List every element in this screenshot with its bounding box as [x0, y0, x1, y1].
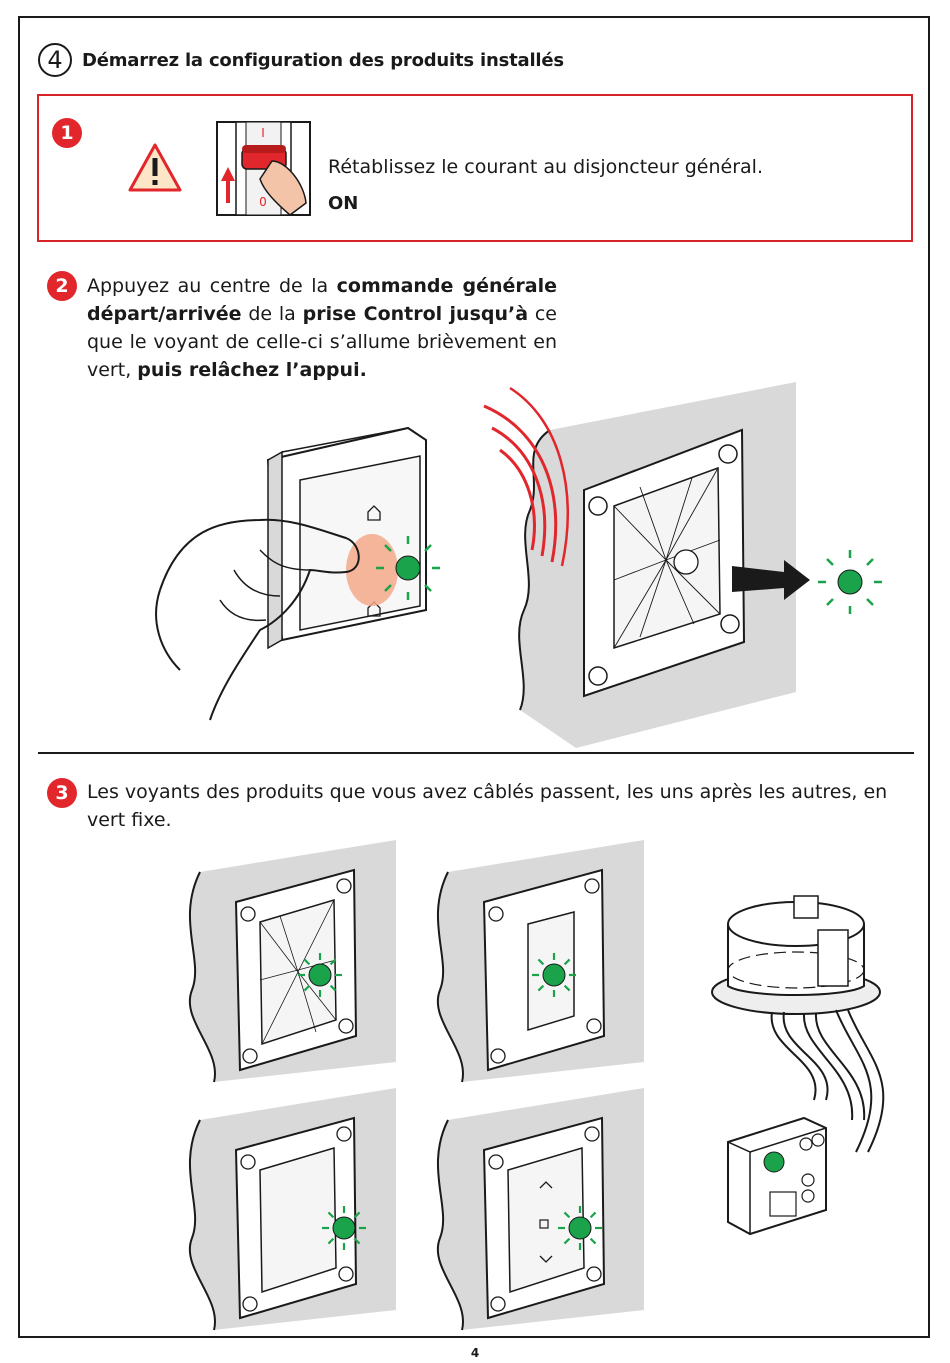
step1-warning-box [37, 94, 913, 242]
step3-instruction: Les voyants des produits que vous avez c… [87, 781, 888, 831]
step1-badge: 1 [52, 118, 82, 148]
product-panel [436, 1088, 644, 1331]
step1-state-label: ON [328, 193, 359, 214]
led-green-icon [818, 550, 882, 614]
page-frame [18, 16, 930, 1338]
step-number-circle: 4 [38, 43, 72, 77]
breaker-bottom-mark: 0 [259, 195, 267, 209]
breaker-top-mark: I [261, 126, 265, 140]
section-title: Démarrez la configuration des produits i… [82, 49, 564, 71]
step2-text-bold: commande générale départ/arrivée [87, 275, 557, 325]
step3-badge: 3 [47, 778, 77, 808]
step2-badge: 2 [47, 271, 77, 301]
circuit-breaker-icon: I 0 [216, 121, 311, 216]
warning-icon [128, 143, 182, 192]
hand-pressing-control-illustration [155, 426, 440, 721]
step2-text-part: ce que le voyant de celle-ci s’allume br… [87, 303, 557, 381]
product-panel [188, 840, 396, 1083]
led-green-icon [298, 953, 342, 997]
step2-text-part: de la [241, 303, 303, 325]
led-green-icon [322, 1206, 366, 1250]
step1-instruction: Rétablissez le courant au disjoncteur gé… [328, 156, 763, 178]
micromodule-illustration [711, 895, 885, 1236]
led-green-icon [558, 1206, 602, 1250]
wired-products-illustration [188, 840, 644, 1331]
led-green-icon [763, 1151, 785, 1173]
arrow-right-icon [732, 560, 810, 600]
step2-text-part: Appuyez au centre de la [87, 275, 337, 297]
led-green-icon [532, 953, 576, 997]
wall-module-signal-illustration [483, 382, 882, 748]
section-divider [38, 752, 914, 754]
page-number: 4 [470, 1346, 480, 1360]
led-green-icon [376, 536, 440, 600]
step2-instruction: Appuyez au centre de la commande général… [87, 272, 557, 384]
product-panel [436, 840, 644, 1083]
step2-text-bold: prise Control jusqu’à [302, 303, 529, 325]
product-panel [188, 1088, 396, 1331]
step2-text-bold: puis relâchez l’appui. [137, 359, 367, 381]
section-header: 4 Démarrez la configuration des produits… [38, 40, 564, 80]
